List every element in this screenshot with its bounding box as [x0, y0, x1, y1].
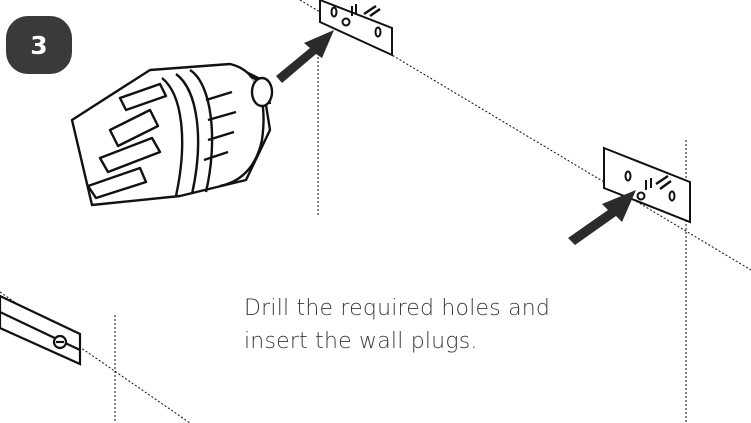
instruction-text: Drill the required holes and insert the … — [244, 292, 644, 358]
spirit-level-icon — [0, 294, 82, 366]
wall-bracket-icon — [603, 146, 691, 224]
instruction-line-2: insert the wall plugs. — [244, 329, 478, 354]
drill-icon — [70, 62, 274, 207]
step-number-badge: 3 — [6, 16, 72, 74]
lower-diagonal-line — [0, 291, 191, 423]
instruction-line-1: Drill the required holes and — [244, 296, 551, 321]
arrow-icon — [276, 30, 334, 83]
arrow-icon — [568, 190, 636, 245]
wall-bracket-icon — [319, 0, 393, 57]
